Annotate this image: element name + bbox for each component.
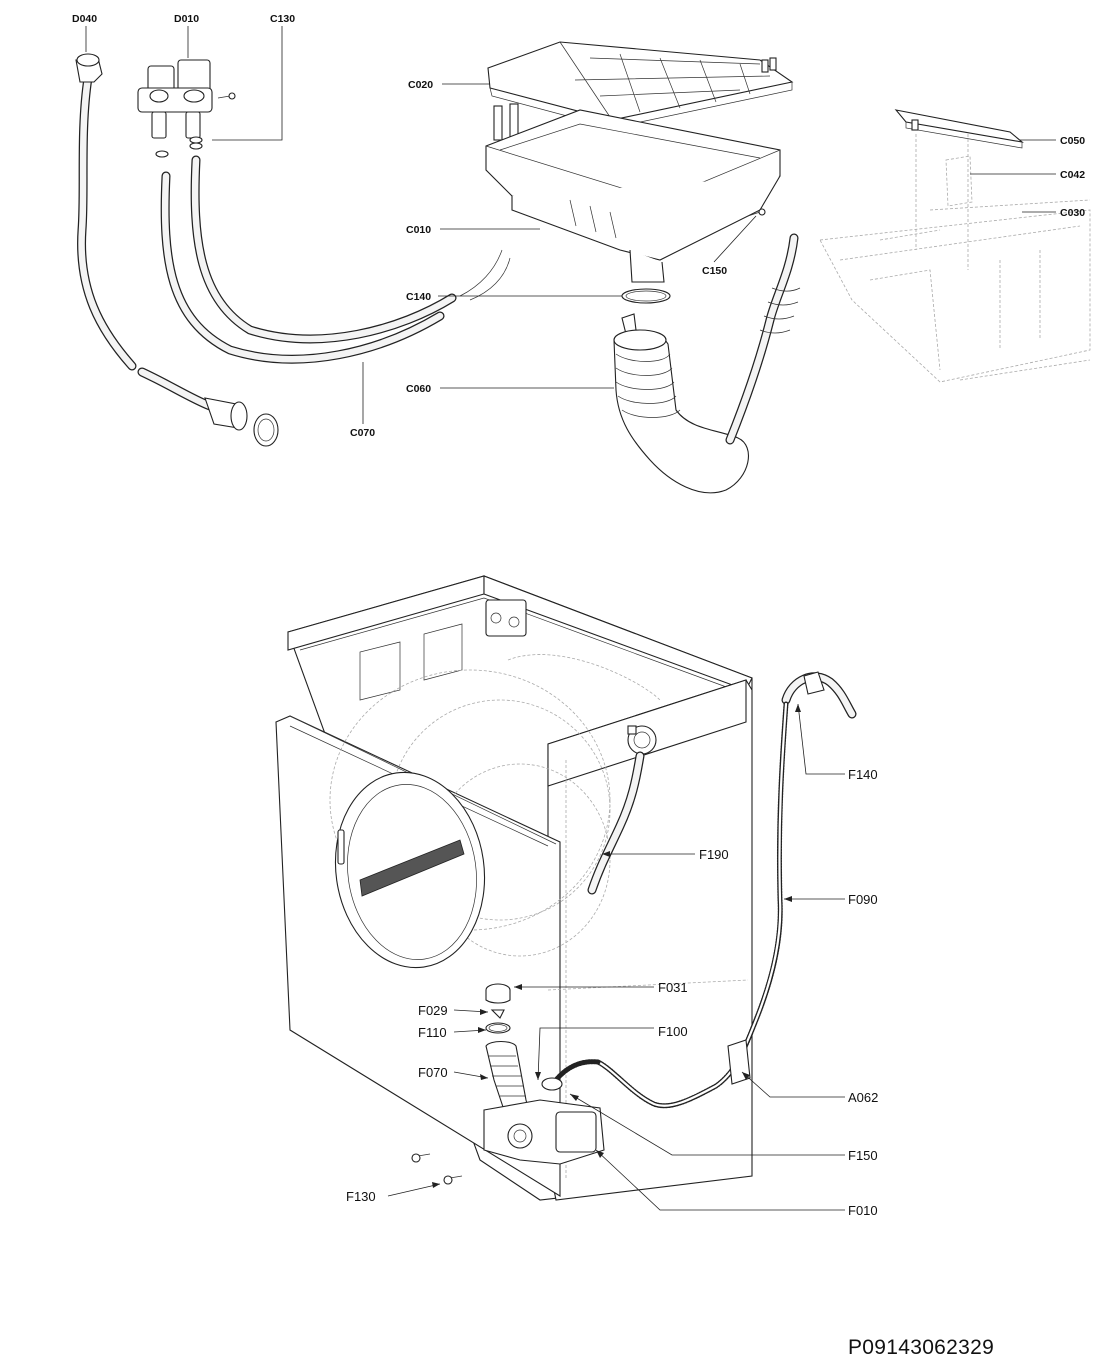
leader-c150 [713, 215, 757, 263]
label-f140: F140 [848, 767, 878, 782]
label-c020: C020 [408, 79, 433, 91]
top-callouts: D040 D010 C130 C020 C010 C140 C060 C070 … [72, 13, 1085, 439]
label-c050: C050 [1060, 135, 1085, 147]
label-c030: C030 [1060, 207, 1085, 219]
label-f130: F130 [346, 1189, 376, 1204]
label-f150: F150 [848, 1148, 878, 1163]
leader-f140 [797, 703, 845, 775]
leader-f100 [537, 1027, 654, 1081]
leader-f130 [387, 1183, 441, 1197]
pressure-switch-f190 [587, 725, 657, 895]
label-f029: F029 [418, 1003, 448, 1018]
label-c070: C070 [350, 427, 375, 439]
clamp-c140 [621, 288, 671, 304]
label-c130: C130 [270, 13, 295, 25]
label-c060: C060 [406, 383, 431, 395]
label-c150: C150 [702, 265, 727, 277]
label-c010: C010 [406, 224, 431, 236]
drain-pump-assembly [411, 983, 605, 1185]
leader-f010 [595, 1149, 845, 1211]
label-f070: F070 [418, 1065, 448, 1080]
dispenser-box-c010 [485, 109, 781, 283]
label-c140: C140 [406, 291, 431, 303]
label-f010: F010 [848, 1203, 878, 1218]
label-d040: D040 [72, 13, 97, 25]
leader-a062 [741, 1071, 845, 1098]
label-f090: F090 [848, 892, 878, 907]
inlet-valve-d010 [137, 59, 236, 139]
label-c042: C042 [1060, 169, 1085, 181]
document-number: P09143062329 [848, 1336, 995, 1359]
dispenser-lid-c020 [487, 41, 794, 141]
label-d010: D010 [174, 13, 199, 25]
leader-c130 [212, 26, 283, 141]
bottom-callouts: F140 F190 F090 F031 F029 F110 F100 F070 … [346, 703, 878, 1218]
internal-hoses-c070 [155, 136, 511, 364]
dispenser-right-assembly [819, 109, 1091, 383]
leader-f150 [569, 1093, 845, 1156]
inlet-hose-d040 [75, 53, 279, 447]
bellows-hose-c060 [613, 233, 801, 494]
label-f110: F110 [418, 1025, 447, 1040]
label-f190: F190 [699, 847, 729, 862]
label-f031: F031 [658, 980, 688, 995]
label-f100: F100 [658, 1024, 688, 1039]
label-a062: A062 [848, 1090, 878, 1105]
